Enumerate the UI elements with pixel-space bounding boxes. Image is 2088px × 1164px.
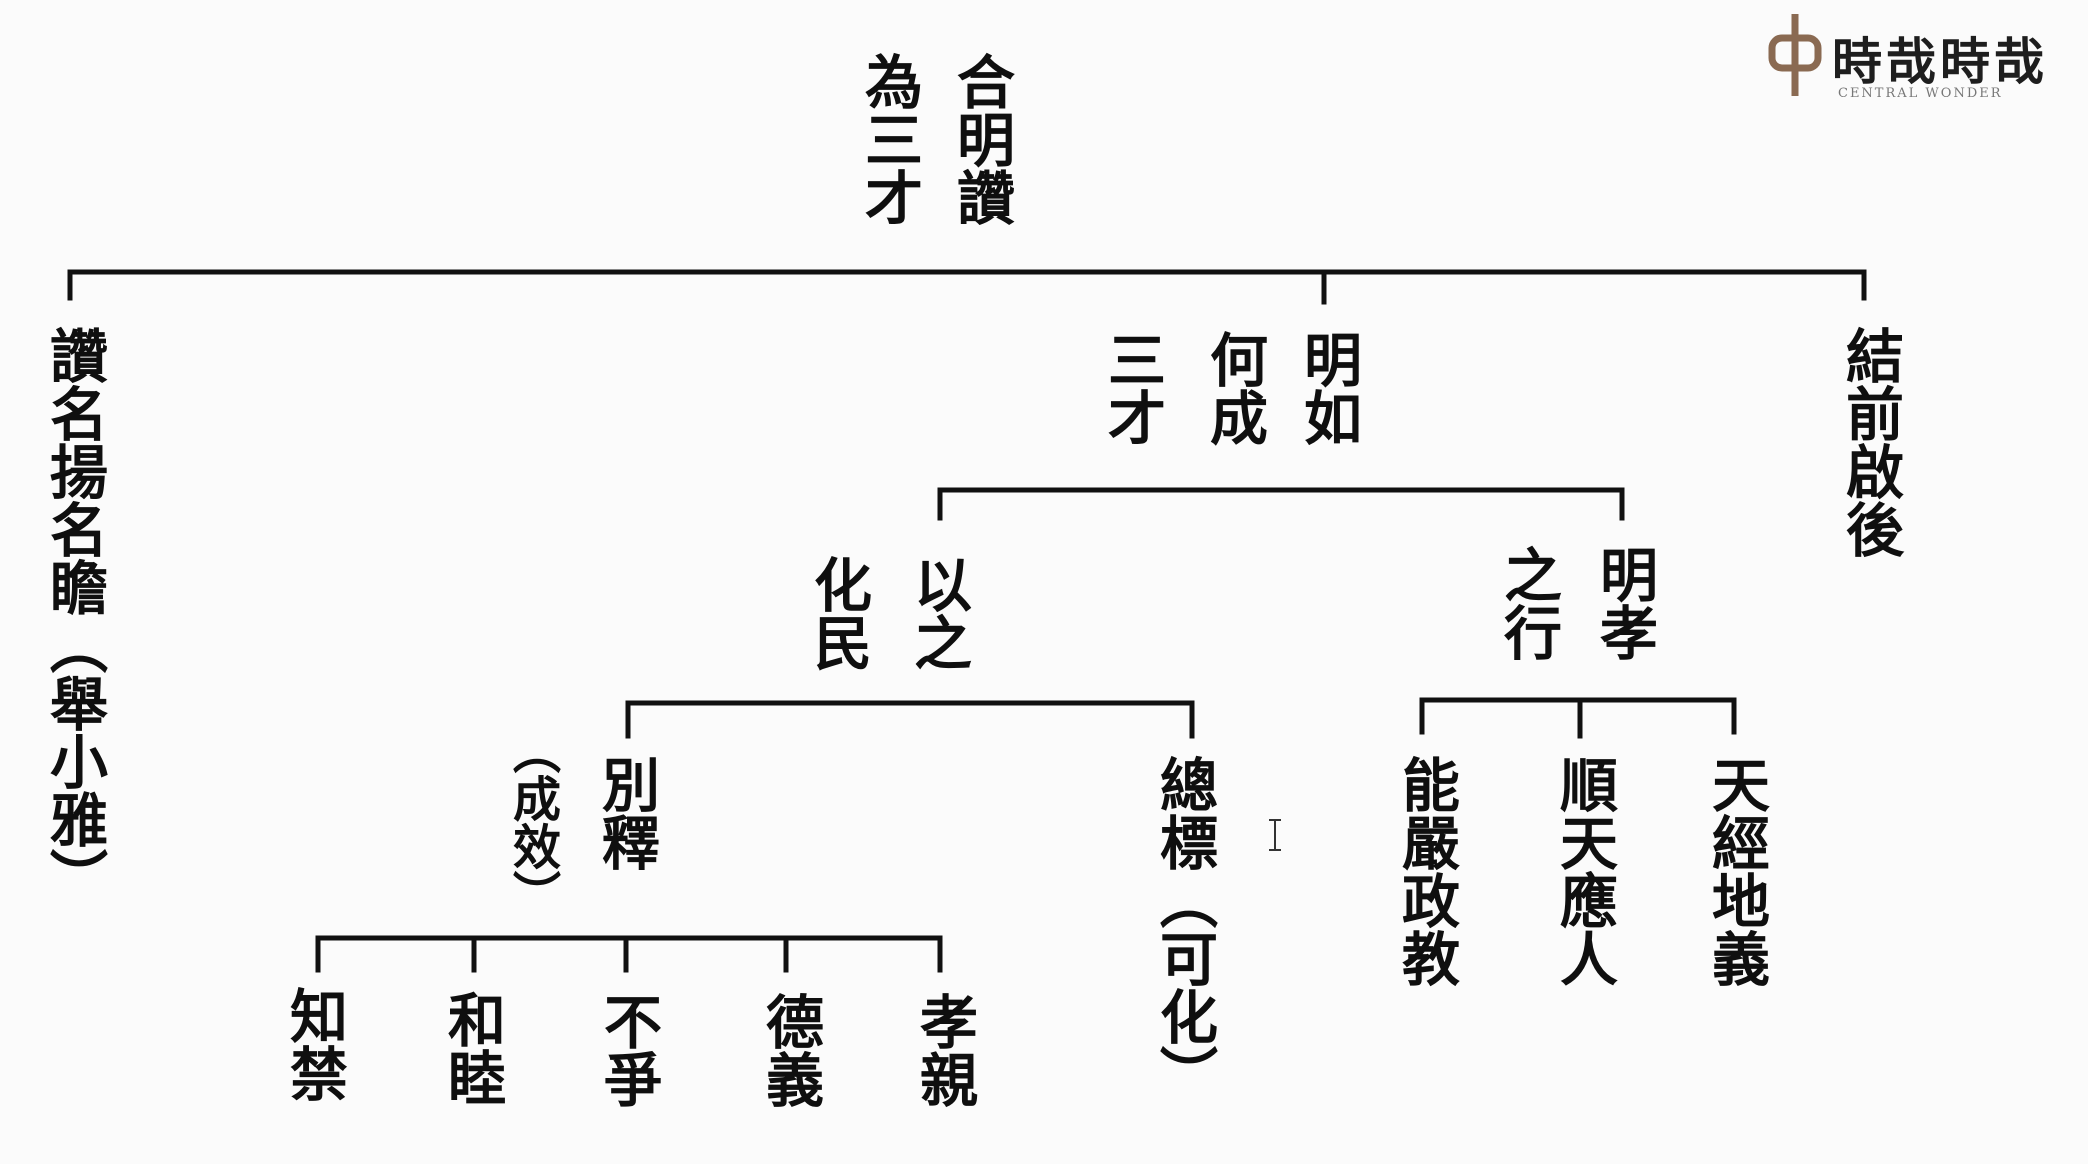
leaf-nengyan: 能嚴政教 [1392, 755, 1460, 987]
mid-col1: 明如 [1294, 330, 1362, 446]
leaf-buzheng: 不爭 [594, 992, 662, 1108]
logo-text: 時哉時哉 [1832, 32, 2048, 91]
yizhi-col2: 化民 [804, 555, 872, 671]
mid-bracket [937, 487, 1625, 521]
yizhi-bracket [625, 700, 1195, 739]
mid-col2: 何成 [1200, 330, 1268, 446]
leaf-zhijin: 知禁 [280, 986, 348, 1102]
bieshi-col1: 別釋 [592, 755, 660, 871]
left-col1: 讚名揚名瞻（舉小雅） [40, 326, 108, 906]
root-col2: 為三才 [855, 52, 923, 226]
yizhi-col1: 以之 [904, 555, 972, 671]
right-col1: 結前啟後 [1836, 326, 1904, 558]
root-col1: 合明讚 [947, 52, 1015, 226]
leaf-tianjing: 天經地義 [1702, 755, 1770, 987]
leaf-hemu: 和睦 [438, 990, 506, 1106]
bieshi-bracket [315, 935, 943, 973]
mingxiao-col1: 明孝 [1590, 545, 1658, 661]
mid-col3: 三才 [1098, 330, 1166, 446]
logo-mark-icon [1768, 14, 1822, 96]
text-cursor-icon [1266, 818, 1284, 860]
bieshi-col2: （成效） [504, 726, 560, 918]
zongbiao-col1: 總標（可化） [1150, 755, 1218, 1103]
leaf-shuntian: 順天應人 [1550, 755, 1618, 987]
mingxiao-col2: 之行 [1494, 545, 1562, 661]
logo: 時哉時哉 CENTRAL WONDER [1764, 8, 2084, 108]
root-bracket [67, 269, 1867, 301]
leaf-deyi: 德義 [756, 992, 824, 1108]
leaf-xiaoqin: 孝親 [910, 992, 978, 1108]
logo-subtitle: CENTRAL WONDER [1838, 86, 2003, 101]
